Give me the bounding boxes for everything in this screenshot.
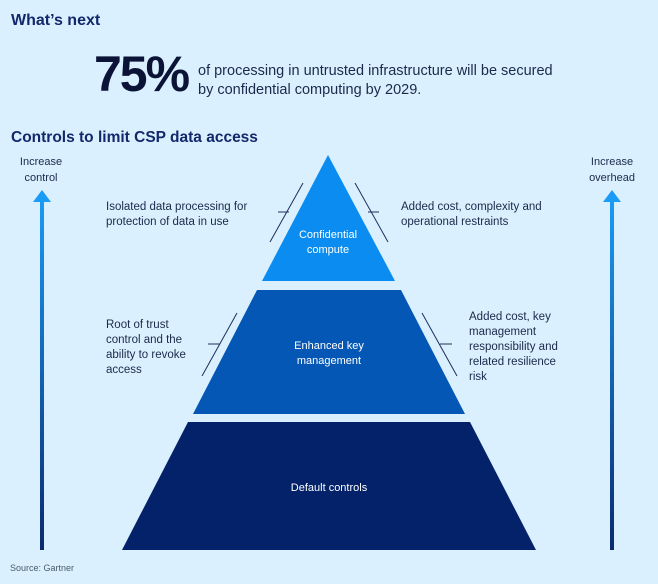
key-management-cost: Added cost, key management responsibilit… [469,311,558,383]
stat-text: of processing in untrusted infrastructur… [198,63,553,98]
section-title: Controls to limit CSP data access [11,129,258,146]
default-controls-tier [122,422,536,550]
left-axis-label: Increase control [19,156,63,184]
increase-control-arrow [33,190,51,550]
confidential-cost: Added cost, complexity and operational r… [401,201,542,228]
key-management-label: Enhanced key management [294,340,364,367]
right-axis-label: Increase overhead [589,156,635,184]
bracket-lines [201,182,458,377]
page-title: What’s next [11,12,101,29]
stat-value: 75% [94,46,190,102]
confidential-benefit: Isolated data processing for protection … [106,201,248,228]
increase-overhead-arrow [603,190,621,550]
confidential-label: Confidential compute [298,229,358,256]
key-management-benefit: Root of trust control and the ability to… [106,319,186,376]
enhanced-key-management-tier [193,290,465,414]
default-controls-label: Default controls [290,482,368,494]
confidential-compute-tier [262,155,395,281]
source-note: Source: Gartner [10,563,75,573]
